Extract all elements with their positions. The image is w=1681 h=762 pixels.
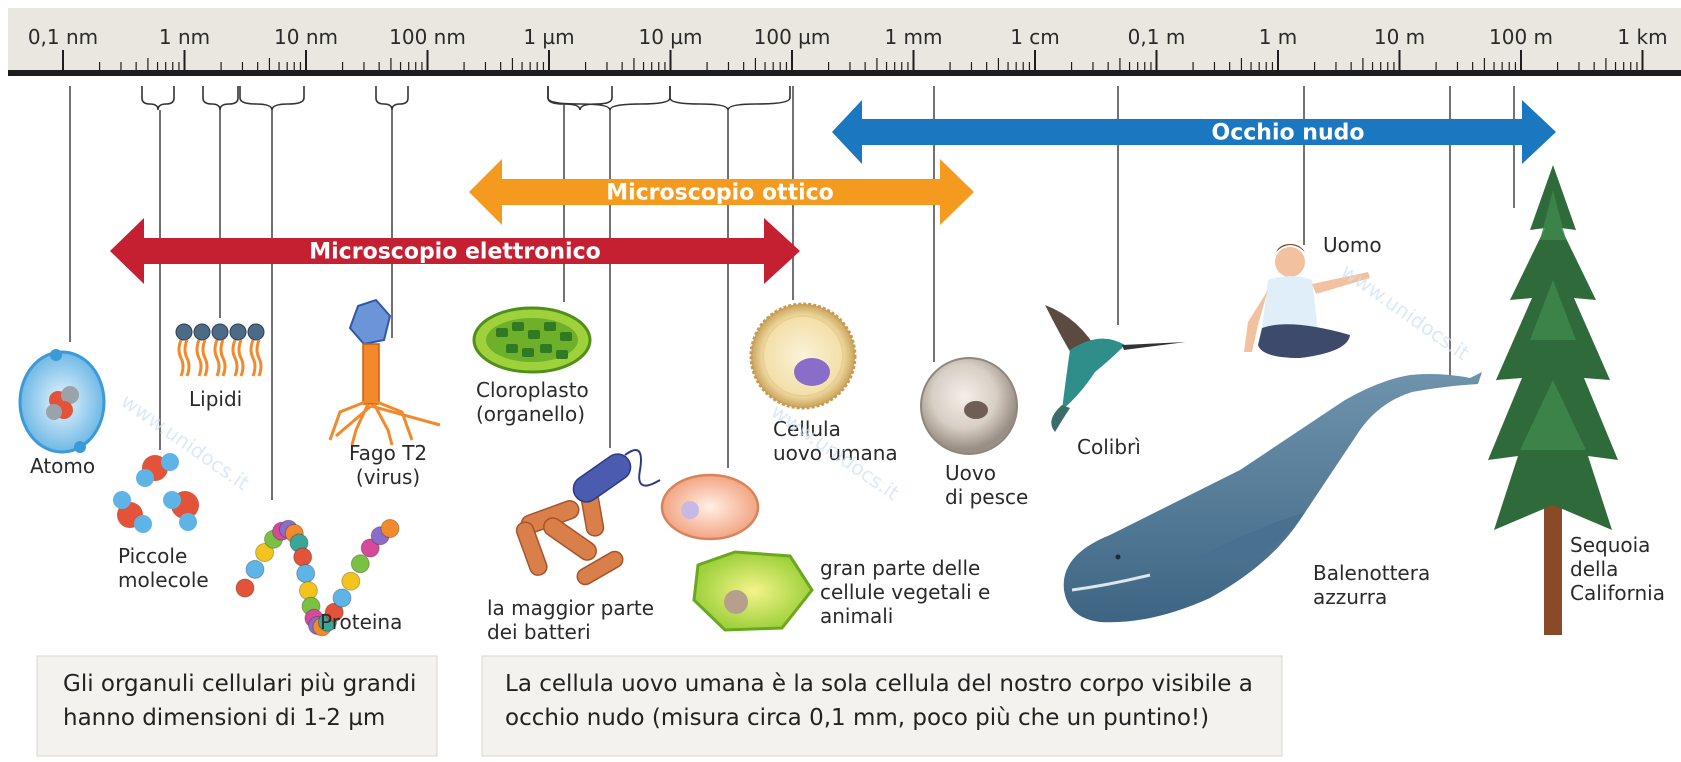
note-large-organelles: Gli organuli cellulari più grandi hanno …: [63, 671, 417, 731]
range-label-naked-eye: Occhio nudo: [1211, 120, 1365, 146]
chloroplast-illustration: [472, 306, 592, 374]
ruler-minor-ticks: [98, 58, 1638, 70]
label-generic-cells: gran parte delle cellule vegetali e anim…: [820, 556, 991, 628]
ruler-tick-label: 1 cm: [1010, 25, 1060, 49]
sequoia-illustration: [1488, 165, 1618, 635]
fish-egg-illustration: [920, 357, 1018, 455]
note-right-bg: [481, 655, 1283, 757]
ruler-tick-label: 100 nm: [389, 25, 466, 49]
label-bacteria: la maggior parte dei batteri: [487, 596, 654, 644]
phage-illustration: [328, 298, 441, 446]
ruler-tick-label: 1 nm: [158, 25, 211, 49]
label-protein: Proteina: [320, 610, 403, 634]
lipids-illustration: [175, 323, 265, 377]
ruler-tick-label: 10 m: [1373, 25, 1426, 49]
label-whale: Balenottera azzurra: [1313, 561, 1431, 609]
ruler-tick-label: 1 km: [1617, 25, 1668, 49]
generic-cells-illustration: [660, 473, 814, 632]
label-human-egg-cell: Cellula uovo umana: [773, 417, 898, 465]
human-illustration: [1244, 244, 1370, 358]
label-sequoia: Sequoia della California: [1570, 533, 1665, 605]
atom-illustration: [18, 349, 106, 454]
ruler-tick-label: 0,1 m: [1127, 25, 1186, 49]
ruler-tick-label: 100 m: [1488, 25, 1554, 49]
ruler-tick-label: 1 mm: [884, 25, 943, 49]
label-hummingbird: Colibrì: [1077, 435, 1141, 459]
label-phage: Fago T2 (virus): [349, 441, 428, 489]
ruler-tick-label: 10 nm: [274, 25, 338, 49]
ruler-baseline: [8, 70, 1681, 76]
ruler-tick-label: 1 µm: [523, 25, 575, 49]
ruler-band: [8, 8, 1681, 70]
range-label-electron: Microscopio elettronico: [309, 239, 601, 265]
label-atom: Atomo: [30, 454, 96, 478]
range-label-optical: Microscopio ottico: [606, 180, 834, 206]
small-molecules-illustration: [113, 453, 199, 533]
bacteria-illustration: [515, 449, 661, 586]
range-arrow-electron: [110, 218, 800, 284]
human-egg-cell-illustration: [749, 302, 857, 410]
ruler-tick-label: 1 m: [1258, 25, 1298, 49]
ruler-major-ticks: [62, 50, 1644, 70]
label-small-molecules: Piccole molecole: [118, 544, 209, 592]
label-fish-egg: Uovo di pesce: [945, 461, 1029, 509]
size-brackets: [141, 86, 791, 111]
ruler-tick-label: 0,1 nm: [27, 25, 99, 49]
note-human-egg-visible: La cellula uovo umana è la sola cellula …: [505, 671, 1253, 731]
note-left-bg: [36, 655, 438, 757]
protein-illustration: [235, 519, 400, 637]
ruler-tick-label: 10 µm: [638, 25, 703, 49]
range-arrow-optical: [469, 159, 974, 225]
range-arrow-naked-eye: [832, 100, 1556, 164]
blue-whale-illustration: [1063, 372, 1482, 623]
label-lipids: Lipidi: [189, 387, 243, 411]
label-chloroplast: Cloroplasto (organello): [476, 378, 589, 426]
ruler-tick-label: 100 µm: [753, 25, 831, 49]
label-human: Uomo: [1323, 233, 1382, 257]
hummingbird-illustration: [1045, 305, 1186, 432]
